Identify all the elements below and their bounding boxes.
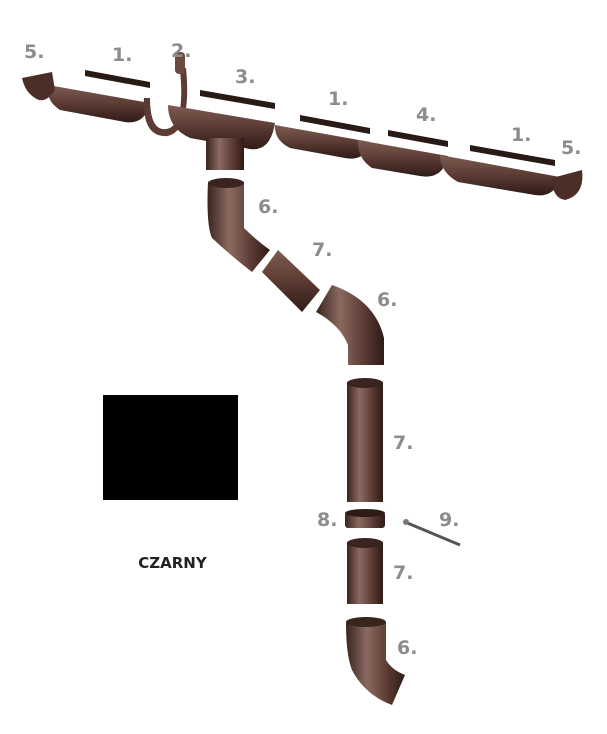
label-connector: 4. [416,104,437,126]
label-hanger: 2. [171,40,192,62]
color-name-label: CZARNY [138,554,207,572]
gutter-section-middle [274,115,370,159]
label-elbow-3: 6. [397,637,418,659]
elbow-middle [316,285,384,365]
gutter-connector [357,130,448,177]
pipe-clamp [345,509,385,528]
hanger-bracket [143,52,188,137]
pipe-vertical-long [347,378,383,502]
outlet-section [168,90,275,170]
end-cap-left [22,72,55,101]
label-clamp: 8. [317,509,338,531]
label-gutter-1: 1. [112,44,133,66]
label-end-cap-left: 5. [24,41,45,63]
gutter-section-left [47,70,150,123]
end-cap-right [552,170,583,200]
label-pin: 9. [439,509,460,531]
color-swatch [103,395,238,500]
label-pipe-1: 7. [312,239,333,261]
label-end-cap-right: 5. [561,137,582,159]
label-outlet: 3. [235,66,256,88]
label-gutter-2: 1. [328,88,349,110]
label-pipe-3: 7. [393,562,414,584]
label-pipe-2: 7. [393,432,414,454]
label-gutter-3: 1. [511,124,532,146]
elbow-lower [346,617,405,705]
label-elbow-2: 6. [377,289,398,311]
elbow-upper [207,178,270,272]
pipe-vertical-short [347,538,383,604]
gutter-section-right [440,145,560,196]
pipe-diagonal [262,250,320,312]
clamp-pin [403,519,461,547]
label-elbow-1: 6. [258,196,279,218]
